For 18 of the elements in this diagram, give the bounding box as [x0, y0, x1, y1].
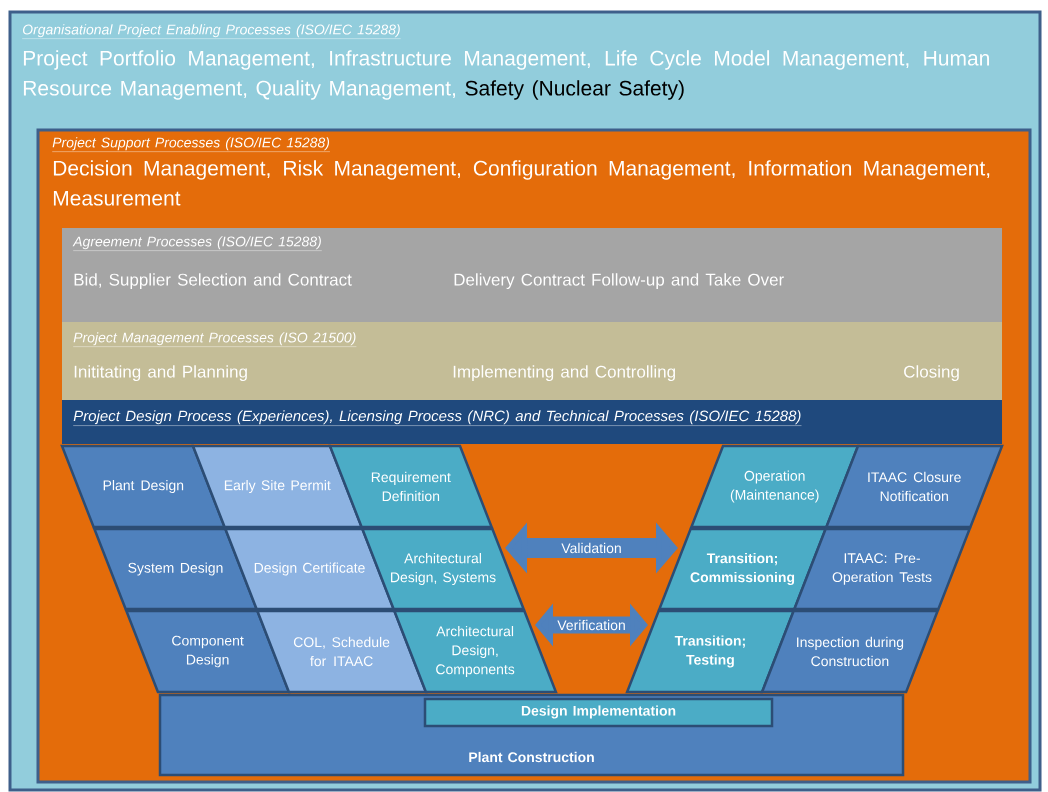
double-arrow	[535, 603, 648, 647]
group-heading: Project Support Processes (ISO/IEC 15288)	[52, 137, 331, 152]
construction-box: Design Implementation	[423, 697, 774, 728]
process-label: Inititating and Planning	[74, 365, 247, 382]
v-model-cell: Early Site Permit	[191, 444, 364, 529]
process-label: Bid, Supplier Selection and Contract	[74, 273, 352, 290]
v-model-cell: Transition; Testing	[625, 609, 796, 694]
process-label: Closing	[904, 365, 959, 382]
process-list: Project Portfolio Management, Infrastructure Management, Life Cycle Model Management, Human Resource Management, Quality Management, Safety (Nuclear Safety)	[23, 50, 989, 100]
v-model-cell: Inspection during Construction	[760, 609, 940, 694]
group-heading: Project Design Process (Experiences), Licensing Process (NRC) and Technical Processes (ISO/IEC 15288)	[73, 410, 802, 426]
process-list: Decision Management, Risk Management, Configuration Management, Information Management, Measurement	[53, 160, 990, 206]
group-heading: Organisational Project Enabling Processes (ISO/IEC 15288)	[22, 24, 401, 39]
group-heading: Agreement Processes (ISO/IEC 15288)	[72, 236, 322, 251]
double-arrow	[505, 522, 678, 574]
process-label: Delivery Contract Follow-up and Take Over	[454, 273, 784, 290]
group-heading: Project Management Processes (ISO 21500)	[73, 332, 357, 347]
process-label: Implementing and Controlling	[453, 365, 675, 382]
